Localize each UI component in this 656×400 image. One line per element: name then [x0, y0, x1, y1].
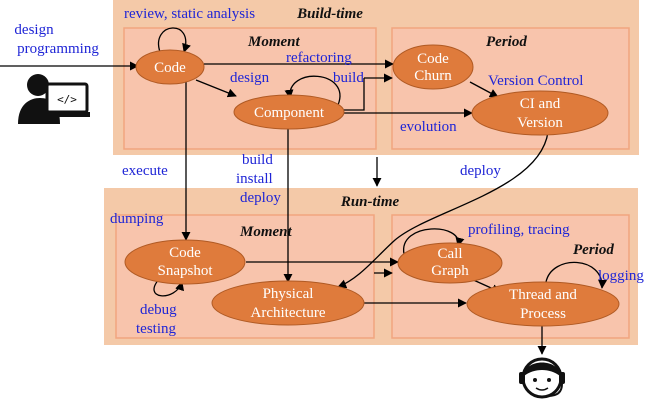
code-symbol: </>	[57, 93, 77, 106]
run-time-title: Run-time	[340, 194, 400, 210]
node-call-graph-line2: Graph	[431, 263, 469, 279]
node-physical-architecture: Physical Architecture	[211, 280, 365, 326]
node-ci-version: CI and Version	[471, 90, 609, 136]
edge-code-component	[195, 79, 237, 98]
edge-thread-self-loop	[545, 261, 608, 289]
edge-ci-physical	[337, 131, 549, 289]
label-build-edge: build	[333, 70, 364, 86]
support-agent-icon	[519, 357, 565, 399]
label-deploy-run: deploy	[240, 190, 281, 206]
label-version-control: Version Control	[488, 73, 583, 89]
node-ci-version-line1: CI and	[520, 96, 561, 112]
node-code-churn-line1: Code	[417, 51, 449, 67]
node-code-snapshot-line1: Code	[169, 245, 201, 261]
node-component: Component	[233, 94, 345, 130]
node-thread-process: Thread and Process	[466, 281, 620, 327]
edge-churn-ci	[469, 81, 499, 98]
label-build-run: build	[242, 152, 273, 168]
edge-component-build-line	[338, 78, 365, 111]
build-time-title: Build-time	[296, 6, 363, 22]
edge-snapshot-self-loop	[153, 277, 184, 297]
label-testing: testing	[136, 321, 176, 337]
label-review-static: review, static analysis	[124, 6, 255, 22]
label-deploy: deploy	[460, 163, 501, 179]
node-ci-version-line2: Version	[517, 115, 563, 131]
edge-code-self-loop	[157, 27, 191, 53]
label-refactoring: refactoring	[286, 50, 352, 66]
label-profiling-tracing: profiling, tracing	[468, 222, 570, 238]
node-code-snapshot-line2: Snapshot	[157, 263, 213, 279]
node-code-label: Code	[154, 60, 186, 76]
node-code-churn: Code Churn	[392, 44, 474, 90]
label-design: design	[14, 22, 54, 38]
build-moment-title: Moment	[247, 34, 301, 50]
node-physical-line1: Physical	[263, 286, 314, 302]
node-component-label: Component	[254, 105, 325, 121]
edge-component-self-loop	[284, 75, 341, 106]
node-code-churn-line2: Churn	[414, 68, 452, 84]
label-debug: debug	[140, 302, 177, 318]
build-moment-box	[123, 27, 377, 150]
label-design-edge: design	[230, 70, 270, 86]
edge-callgraph-self-loop	[403, 228, 465, 255]
label-dumping: dumping	[110, 211, 164, 227]
node-call-graph-line1: Call	[438, 246, 463, 262]
label-install-run: install	[236, 171, 273, 187]
node-code-snapshot: Code Snapshot	[124, 239, 246, 285]
developer-icon: </>	[18, 74, 90, 124]
build-period-title: Period	[486, 34, 527, 50]
node-thread-line2: Process	[520, 306, 566, 322]
label-programming: programming	[17, 41, 99, 57]
node-call-graph: Call Graph	[397, 242, 503, 284]
node-code: Code	[135, 49, 205, 85]
label-logging: logging	[598, 268, 644, 284]
label-execute: execute	[122, 163, 168, 179]
node-physical-line2: Architecture	[251, 305, 326, 321]
node-thread-line1: Thread and	[509, 287, 577, 303]
run-period-title: Period	[573, 242, 614, 258]
label-evolution: evolution	[400, 119, 457, 135]
run-moment-title: Moment	[239, 224, 293, 240]
